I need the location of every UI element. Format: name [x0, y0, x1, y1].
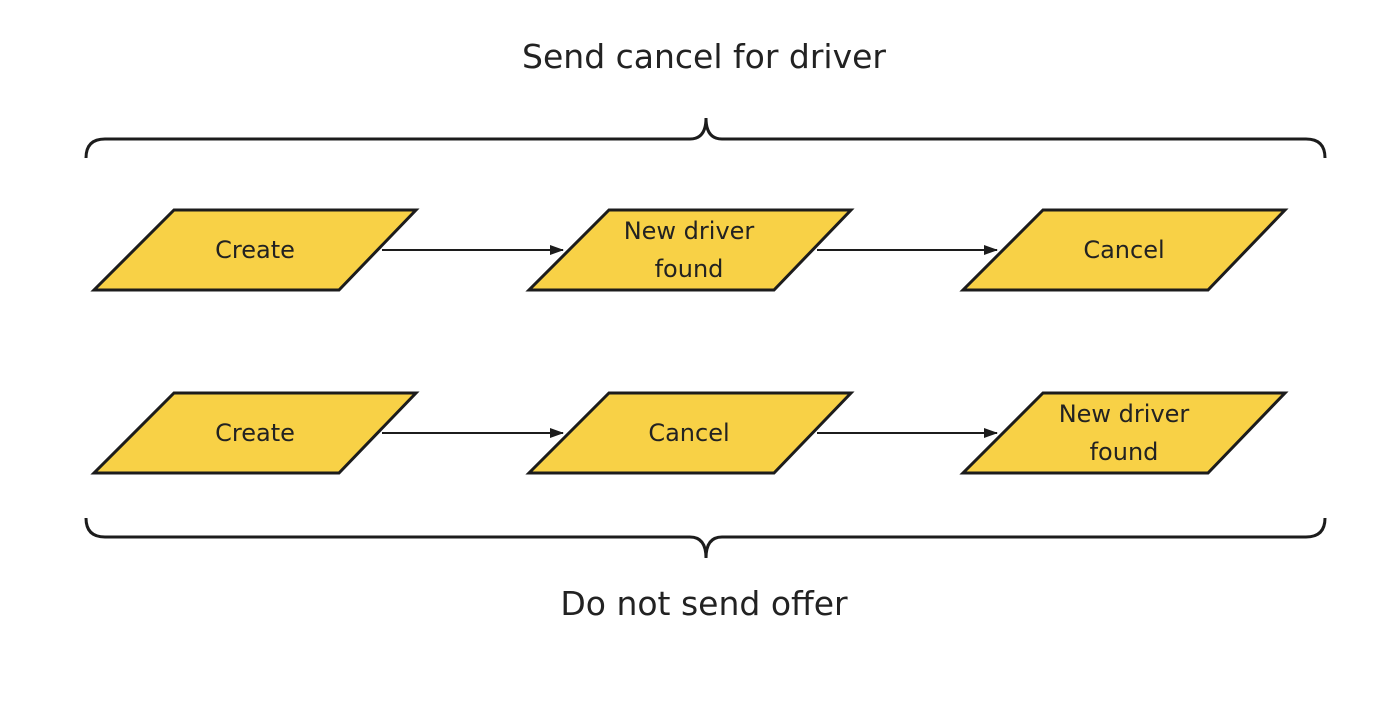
row2-node2-label: Cancel: [559, 393, 819, 473]
row2-node2-text: Cancel: [648, 419, 730, 447]
row1-node2-shape: [525, 208, 855, 292]
row1-node1-shape: [90, 208, 420, 292]
row2-node2-shape: [525, 391, 855, 475]
row2-node1-label: Create: [125, 393, 385, 473]
bottom-caption: Do not send offer: [560, 584, 848, 623]
row2-node3-label: New driver found: [994, 393, 1254, 473]
row2-node3-text: New driver found: [1059, 395, 1190, 471]
bottom-brace: [84, 517, 1327, 559]
row1-node2-text: New driver found: [624, 212, 755, 288]
row2-node3-shape: [959, 391, 1289, 475]
row1-node3-shape: [959, 208, 1289, 292]
top-caption: Send cancel for driver: [522, 37, 886, 76]
row1-node3-text: Cancel: [1083, 236, 1165, 264]
row1-node3-label: Cancel: [994, 210, 1254, 290]
row1-node1-label: Create: [125, 210, 385, 290]
row2-node1-shape: [90, 391, 420, 475]
row1-node2-label: New driver found: [559, 210, 819, 290]
top-brace: [84, 117, 1327, 159]
label-line: New driver: [623, 217, 755, 245]
row1-node1-text: Create: [215, 236, 295, 264]
label-line: New driver: [1058, 400, 1190, 428]
label-line: found: [654, 255, 724, 283]
label-line: found: [1089, 438, 1159, 466]
row2-node1-text: Create: [215, 419, 295, 447]
